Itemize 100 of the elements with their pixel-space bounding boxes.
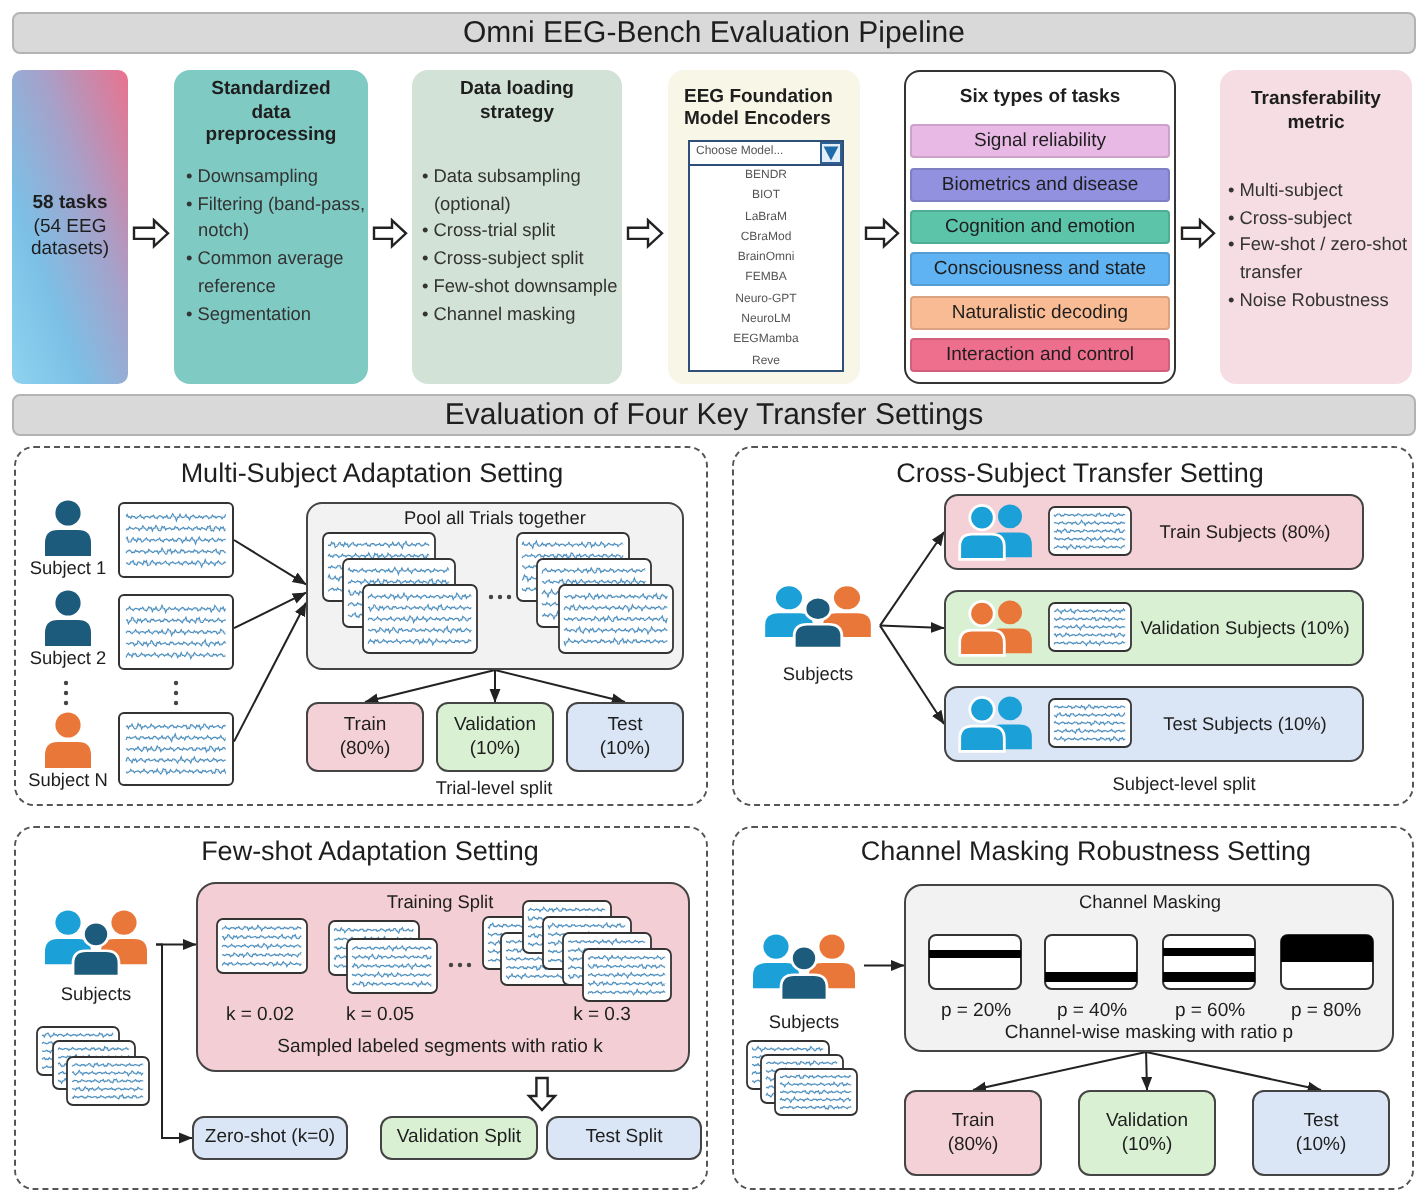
arrow (364, 669, 496, 705)
task-label: Interaction and control (945, 344, 1134, 366)
block-arrow (372, 217, 408, 250)
panel-title: Channel Masking Robustness Setting (858, 836, 1314, 868)
box-heading: Channel Masking (1077, 892, 1223, 914)
list-item: • Cross-subject (1228, 205, 1354, 232)
metric-box (1220, 70, 1412, 384)
section-banner (12, 394, 1416, 436)
arrow (972, 1051, 1148, 1093)
list-item: • Noise Robustness (1228, 287, 1391, 314)
split-label: Validation (1105, 1109, 1189, 1133)
list-item: • Cross-subject split (422, 246, 586, 273)
channel-masking-box (904, 884, 1394, 1052)
task-label: Biometrics and disease (941, 173, 1139, 195)
train-split-box (904, 1090, 1042, 1176)
dataset-count-text: 58 tasks (54 EEG datasets) (28, 192, 112, 262)
block-arrow (864, 217, 900, 250)
test-split-box (566, 702, 684, 772)
section-title: Evaluation of Four Key Transfer Settings (444, 397, 984, 433)
validation-split-box (380, 1116, 538, 1160)
task-category-bar (910, 210, 1170, 244)
split-label: (10%) (599, 737, 651, 761)
ratio-label: k = 0.02 (223, 1006, 297, 1028)
setting-panel (14, 826, 708, 1190)
task-label: Naturalistic decoding (951, 301, 1129, 323)
task-label: Consciousness and state (933, 258, 1147, 280)
split-label: Validation Split (396, 1126, 522, 1150)
block-arrow (132, 217, 170, 250)
arrow (233, 539, 307, 586)
split-label: (10%) (1295, 1133, 1347, 1157)
ratio-label: p = 40% (1054, 1002, 1130, 1024)
arrow (1141, 1051, 1153, 1091)
box-heading: Pool all Trials together (402, 508, 588, 530)
list-item: • Downsampling (186, 164, 321, 190)
list-item: • Multi-subject (1228, 178, 1345, 204)
arrow (879, 531, 945, 627)
list-item: • Segmentation (186, 301, 313, 328)
subject-label: Subject N (26, 770, 110, 792)
box-heading: EEG Foundation Model Encoders (684, 88, 835, 132)
block-arrow (626, 217, 664, 250)
arrow (233, 601, 307, 743)
box-heading: Data loading strategy (457, 78, 576, 125)
split-label: (10%) (469, 737, 521, 761)
split-label: Test (1303, 1109, 1339, 1133)
task-category-bar (910, 167, 1170, 201)
subjects-label: Subjects (780, 664, 856, 686)
zero-shot-box (192, 1116, 348, 1160)
box-heading: Transferability metric (1249, 88, 1383, 135)
setting-panel (732, 446, 1414, 806)
task-category-bar (910, 124, 1170, 158)
arrow (489, 669, 501, 703)
list-item: • Filtering (band-pass, notch) (186, 191, 366, 245)
arrow (879, 621, 945, 634)
split-label: Train Subjects (80%) (1159, 521, 1331, 543)
list-item: • Few-shot / zero-shot transfer (1228, 232, 1408, 287)
split-label: Train (343, 713, 387, 737)
subject-label: Subject 1 (27, 558, 109, 580)
split-label: Train (951, 1109, 995, 1133)
train-split-box (306, 702, 424, 772)
split-label: Test Split (585, 1126, 663, 1150)
task-label: Cognition and emotion (944, 216, 1136, 238)
subject-group-box (944, 590, 1364, 666)
box-heading: Training Split (384, 892, 496, 914)
list-item: • Cross-trial split (422, 218, 558, 245)
title-banner (12, 12, 1416, 54)
ratio-label: p = 80% (1288, 1002, 1364, 1024)
validation-split-box (1078, 1090, 1216, 1176)
list-item: • Common average reference (186, 246, 346, 300)
test-split-box (546, 1116, 702, 1160)
task-category-bar (910, 338, 1170, 372)
split-label: Test (607, 713, 643, 737)
subject-group-box (944, 686, 1364, 762)
arrow (1145, 1051, 1322, 1093)
subjects-label: Subjects (58, 984, 134, 1006)
arrow (233, 591, 307, 630)
split-label: (10%) (1121, 1133, 1173, 1157)
arrow (494, 669, 626, 705)
setting-panel (14, 446, 708, 806)
box-heading: Standardized data preprocessing (203, 78, 339, 148)
test-split-box (1252, 1090, 1390, 1176)
model-panel (668, 70, 860, 384)
list-item: • Data subsampling (optional) (422, 164, 583, 218)
caption-text: Subject-level split (1110, 774, 1258, 796)
eeg-signal-plot (118, 594, 234, 670)
dataset-summary-box (12, 70, 128, 384)
subject-label: Subject 2 (27, 648, 109, 670)
model-dropdown-list (688, 140, 844, 372)
split-label: Validation Subjects (10%) (1140, 617, 1350, 639)
ratio-label: p = 20% (938, 1002, 1014, 1024)
panel-title: Cross-Subject Transfer Setting (894, 458, 1266, 490)
split-label: Validation (453, 713, 537, 737)
list-item: • Channel masking (422, 301, 578, 328)
title-text: Omni EEG-Bench Evaluation Pipeline (463, 15, 965, 51)
setting-panel (732, 826, 1414, 1190)
process-box (174, 70, 368, 384)
task-category-bar (910, 295, 1170, 329)
subjects-label: Subjects (766, 1012, 842, 1034)
split-label: (80%) (947, 1133, 999, 1157)
process-box (412, 70, 622, 384)
arrow (879, 624, 945, 725)
